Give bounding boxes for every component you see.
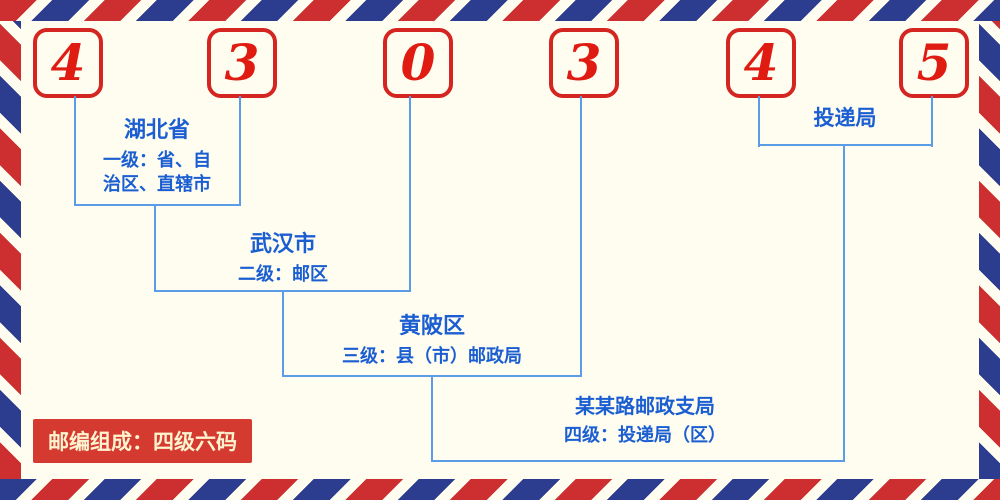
connector-line [282, 290, 284, 377]
label-level4-desc: 四级：投递局（区） [564, 425, 726, 446]
label-level1-title: 湖北省 [123, 118, 190, 143]
label-delivery-office: 投递局 [765, 102, 925, 137]
label-level1-desc-line2: 治区、直辖市 [103, 174, 211, 196]
postal-digit-box-6: 5 [899, 28, 969, 98]
connector-line [580, 96, 582, 377]
postal-digit-1: 4 [50, 33, 86, 92]
connector-line [931, 96, 933, 147]
postal-digit-4: 3 [566, 33, 602, 92]
postal-digit-2: 3 [224, 33, 260, 92]
postal-code-composition-badge: 邮编组成：四级六码 [33, 419, 252, 463]
label-level2-title: 武汉市 [249, 232, 316, 257]
connector-line [409, 96, 411, 292]
label-level3-desc: 三级：县（市）邮政局 [342, 346, 522, 367]
postal-digit-3: 0 [400, 33, 436, 92]
label-delivery-office-title: 投递局 [813, 106, 877, 130]
label-level4-title: 某某路邮政支局 [575, 394, 715, 418]
connector-line [239, 96, 241, 206]
postal-digit-box-4: 3 [549, 28, 619, 98]
label-level3: 黄陂区 三级：县（市）邮政局 [322, 308, 542, 369]
postal-digit-box-1: 4 [33, 28, 103, 98]
connector-line [74, 96, 76, 206]
airmail-border-top [0, 0, 1000, 21]
postal-digit-box-3: 0 [383, 28, 453, 98]
connector-line [74, 204, 241, 206]
postal-digit-box-2: 3 [207, 28, 277, 98]
postal-digit-5: 4 [743, 33, 779, 92]
connector-line [431, 460, 845, 462]
airmail-border-bottom [0, 479, 1000, 500]
connector-line [758, 96, 760, 147]
airmail-border-right [979, 21, 1000, 479]
connector-line [154, 204, 156, 292]
label-level1-desc-line1: 一级：省、自 [103, 150, 211, 171]
connector-line [843, 145, 845, 462]
label-level2: 武汉市 二级：邮区 [198, 226, 368, 287]
label-level2-desc: 二级：邮区 [238, 264, 328, 285]
postal-digit-6: 5 [916, 33, 952, 92]
label-level1: 湖北省 一级：省、自 治区、直辖市 [62, 112, 252, 198]
label-level4: 某某路邮政支局 四级：投递局（区） [525, 390, 765, 448]
connector-line [431, 375, 433, 462]
label-level3-title: 黄陂区 [398, 314, 465, 339]
airmail-border-left [0, 21, 21, 479]
connector-line [758, 144, 933, 146]
postal-digit-box-5: 4 [726, 28, 796, 98]
